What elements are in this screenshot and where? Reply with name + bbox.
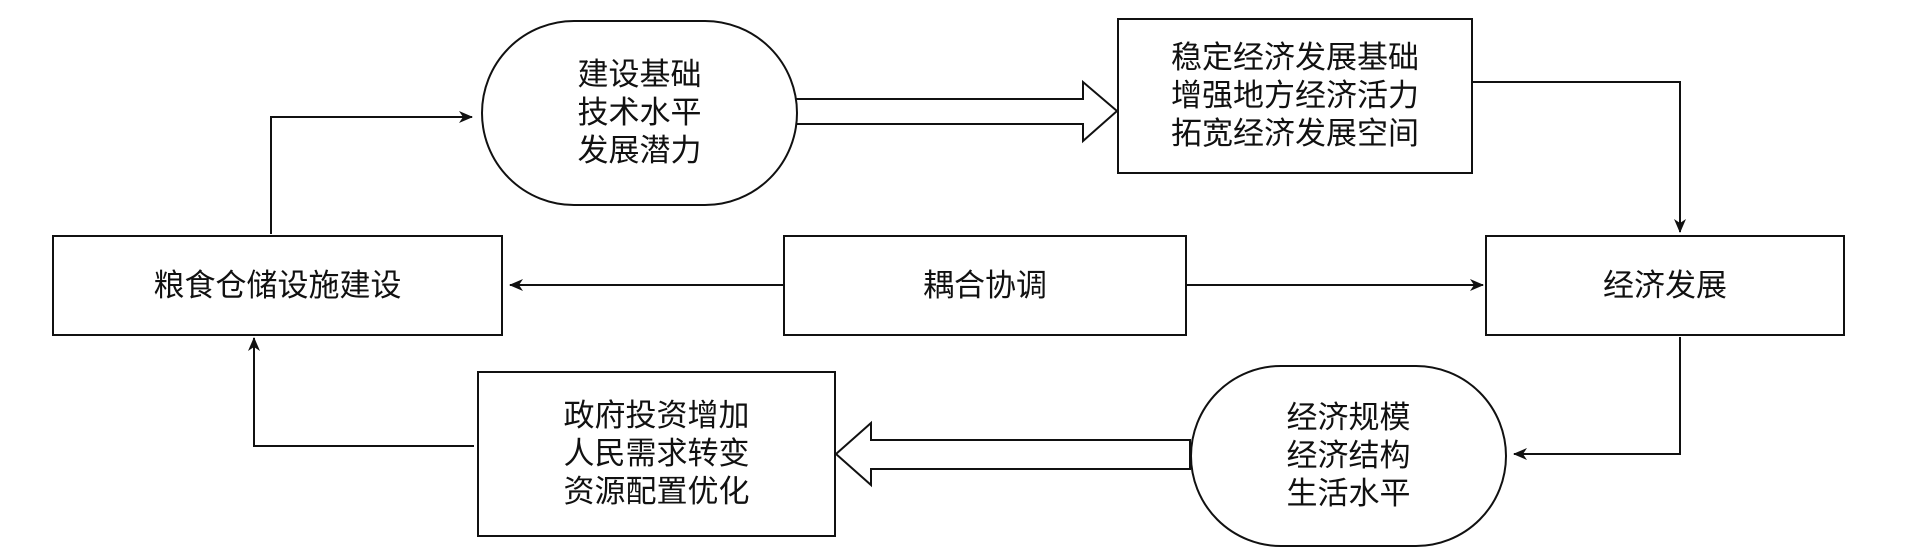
- grain-storage-node: 粮食仓储设施建设: [52, 235, 503, 336]
- economic-scale-line-2: 经济结构: [1286, 438, 1411, 474]
- arrow-development-to-scale: [1513, 337, 1681, 460]
- economic-effects-node: 稳定经济发展基础 增强地方经济活力 拓宽经济发展空间: [1117, 18, 1473, 174]
- investment-factors-line-1: 政府投资增加: [563, 398, 750, 434]
- block-arrow-basis-to-effects: [794, 79, 1119, 144]
- grain-storage-label: 粮食仓储设施建设: [153, 267, 402, 304]
- economic-scale-line-1: 经济规模: [1286, 400, 1411, 436]
- investment-factors-node: 政府投资增加 人民需求转变 资源配置优化: [477, 371, 836, 537]
- construction-basis-line-3: 发展潜力: [577, 133, 702, 169]
- block-arrow-scale-to-investment: [834, 420, 1191, 488]
- coupling-node: 耦合协调: [783, 235, 1187, 336]
- economic-effects-line-3: 拓宽经济发展空间: [1171, 116, 1419, 152]
- arrow-grain-to-basis: [270, 111, 473, 234]
- construction-basis-line-1: 建设基础: [577, 57, 702, 93]
- construction-basis-node: 建设基础 技术水平 发展潜力: [481, 20, 798, 206]
- investment-factors-line-3: 资源配置优化: [563, 474, 750, 510]
- coupling-label: 耦合协调: [923, 267, 1047, 304]
- economic-effects-line-1: 稳定经济发展基础: [1171, 40, 1419, 76]
- construction-basis-line-2: 技术水平: [577, 95, 702, 131]
- arrow-investment-to-grain: [248, 337, 474, 447]
- economic-scale-node: 经济规模 经济结构 生活水平: [1190, 365, 1507, 547]
- economic-effects-line-2: 增强地方经济活力: [1171, 78, 1419, 114]
- economic-development-label: 经济发展: [1603, 267, 1727, 304]
- arrow-effects-to-development: [1456, 81, 1686, 233]
- economic-scale-line-3: 生活水平: [1286, 476, 1411, 512]
- investment-factors-line-2: 人民需求转变: [563, 436, 750, 472]
- economic-development-node: 经济发展: [1485, 235, 1845, 336]
